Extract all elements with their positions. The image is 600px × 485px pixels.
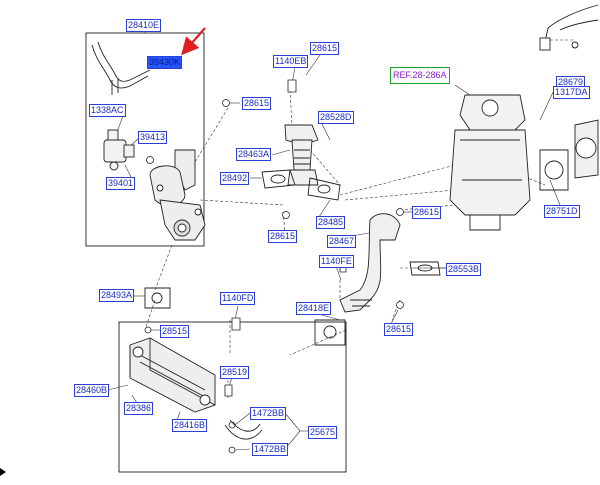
part-label-39413[interactable]: 39413 <box>138 131 168 144</box>
part-label-1140EB[interactable]: 1140EB <box>273 55 309 68</box>
egr-cooler-part <box>129 337 216 413</box>
nut-part <box>146 156 154 164</box>
part-label-28519[interactable]: 28519 <box>220 366 250 379</box>
part-label-28553B[interactable]: 28553B <box>446 263 482 276</box>
front-arrow-icon <box>0 468 6 476</box>
sensor-wire-part <box>539 4 599 51</box>
part-label-28615-c[interactable]: 28615 <box>412 206 442 219</box>
reference-label[interactable]: REF.28-286A <box>390 67 450 84</box>
part-label-1338AC[interactable]: 1338AC <box>89 104 126 117</box>
part-label-28615-a[interactable]: 28615 <box>242 97 272 110</box>
part-label-28485[interactable]: 28485 <box>316 216 346 229</box>
part-label-28416B[interactable]: 28416B <box>172 419 208 432</box>
turbo-outlet-part <box>574 119 599 179</box>
part-label-28493A[interactable]: 28493A <box>99 289 135 302</box>
egr-pipe-part <box>284 124 319 186</box>
part-label-1140FE[interactable]: 1140FE <box>319 255 354 268</box>
coolant-hose-part <box>224 419 263 440</box>
part-label-1317DA[interactable]: 1317DA <box>553 86 590 99</box>
part-label-25675[interactable]: 25675 <box>308 426 338 439</box>
part-label-39430K[interactable]: 39430K <box>147 56 183 69</box>
part-label-28615-d[interactable]: 28615 <box>268 230 298 243</box>
egr-pipe-2-part <box>339 213 401 313</box>
part-label-28515[interactable]: 28515 <box>160 325 190 338</box>
fastener-parts <box>144 79 404 454</box>
part-label-28467[interactable]: 28467 <box>327 235 357 248</box>
part-label-1140FD[interactable]: 1140FD <box>220 292 256 305</box>
part-label-28615-e[interactable]: 28615 <box>384 323 414 336</box>
part-label-28410E[interactable]: 28410E <box>126 19 162 32</box>
gasket-parts <box>144 149 569 346</box>
part-label-28463A[interactable]: 28463A <box>236 148 272 161</box>
part-label-28386[interactable]: 28386 <box>124 402 154 415</box>
part-label-28751D[interactable]: 28751D <box>544 205 580 218</box>
solenoid-valve-part <box>103 129 135 171</box>
part-label-28460B[interactable]: 28460B <box>74 384 110 397</box>
egr-hose-part <box>91 41 151 95</box>
part-label-28418E[interactable]: 28418E <box>296 302 332 315</box>
part-label-1472BB-b[interactable]: 1472BB <box>252 443 289 456</box>
egr-valve-part <box>149 149 206 241</box>
part-label-28615-b[interactable]: 28615 <box>310 42 340 55</box>
catalytic-converter-part <box>449 94 531 231</box>
part-label-1472BB-a[interactable]: 1472BB <box>250 407 287 420</box>
part-label-39401[interactable]: 39401 <box>106 177 136 190</box>
pointer-arrow <box>181 27 206 56</box>
part-label-28528D[interactable]: 28528D <box>318 111 354 124</box>
part-label-28492[interactable]: 28492 <box>220 172 250 185</box>
